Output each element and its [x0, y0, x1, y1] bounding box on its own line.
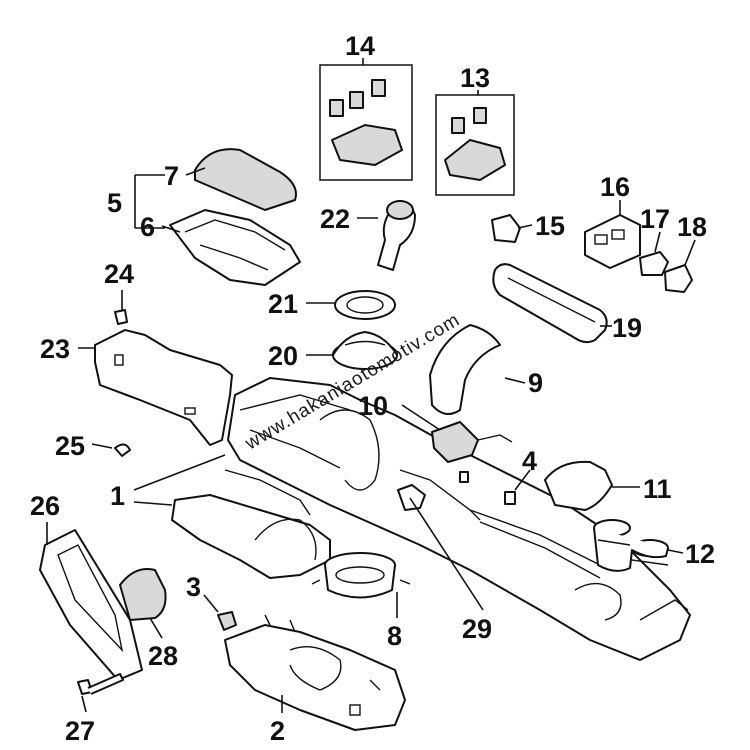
callout-9: 9: [528, 368, 543, 398]
leader-lines: [46, 58, 696, 713]
armrest-cover: [544, 460, 613, 511]
callout-6: 6: [140, 212, 155, 242]
side-panel: [94, 329, 233, 446]
callout-7: 7: [164, 161, 179, 191]
callout-5: 5: [107, 188, 122, 218]
window-switch: [584, 214, 641, 269]
callout-24: 24: [104, 259, 134, 289]
end-cap: [119, 568, 167, 621]
callout-15: 15: [535, 211, 565, 241]
callout-16: 16: [600, 172, 630, 202]
callout-labels: 1 2 3 4 5 6 7 8 9 10 11 12 13 14 15 16 1…: [30, 31, 715, 746]
switch-plate-assembly: [329, 79, 403, 166]
callout-22: 22: [320, 204, 350, 234]
lower-bracket: [224, 614, 406, 731]
callout-8: 8: [387, 621, 402, 651]
callout-1: 1: [110, 481, 125, 511]
curved-bezel: [429, 324, 501, 415]
callout-11: 11: [643, 474, 672, 504]
small-fastener: [459, 471, 469, 483]
fastener-25: [114, 443, 131, 457]
switch-17: [639, 251, 669, 276]
callout-26: 26: [30, 491, 60, 521]
callout-17: 17: [640, 204, 670, 234]
callout-19: 19: [612, 313, 642, 343]
triangular-panel: [39, 529, 143, 681]
callout-10: 10: [358, 391, 388, 421]
switch-18: [664, 264, 693, 293]
switch-bezel-assembly: [444, 107, 506, 181]
callout-28: 28: [148, 641, 178, 671]
callout-13: 13: [460, 63, 490, 93]
callout-18: 18: [677, 212, 707, 242]
shift-knob: [377, 200, 416, 271]
callout-25: 25: [55, 431, 85, 461]
storage-bin: [169, 209, 301, 286]
console-rail: [492, 263, 608, 344]
switch-15: [491, 214, 521, 243]
bolt: [77, 673, 124, 695]
cup-holder: [593, 519, 669, 572]
callout-23: 23: [40, 334, 70, 364]
storage-lid: [194, 148, 297, 211]
clip: [217, 611, 237, 631]
group-frame-14: [319, 64, 413, 181]
callout-2: 2: [270, 716, 285, 746]
boot-ring: [334, 290, 396, 320]
shift-boot: [332, 331, 398, 370]
console-pad: [431, 421, 513, 463]
callout-4: 4: [522, 446, 537, 476]
callout-3: 3: [186, 572, 201, 602]
callout-20: 20: [268, 341, 298, 371]
console-side-trim: [171, 494, 331, 579]
callout-27: 27: [65, 716, 95, 746]
clip-24: [114, 309, 128, 325]
mount-29: [397, 484, 426, 511]
shifter-ring: [311, 552, 411, 599]
callout-21: 21: [268, 289, 298, 319]
small-clip: [504, 491, 516, 505]
group-frame-13: [435, 94, 515, 196]
center-console-body: [227, 377, 691, 661]
callout-29: 29: [462, 614, 492, 644]
callout-14: 14: [345, 31, 375, 61]
callout-12: 12: [685, 539, 715, 569]
